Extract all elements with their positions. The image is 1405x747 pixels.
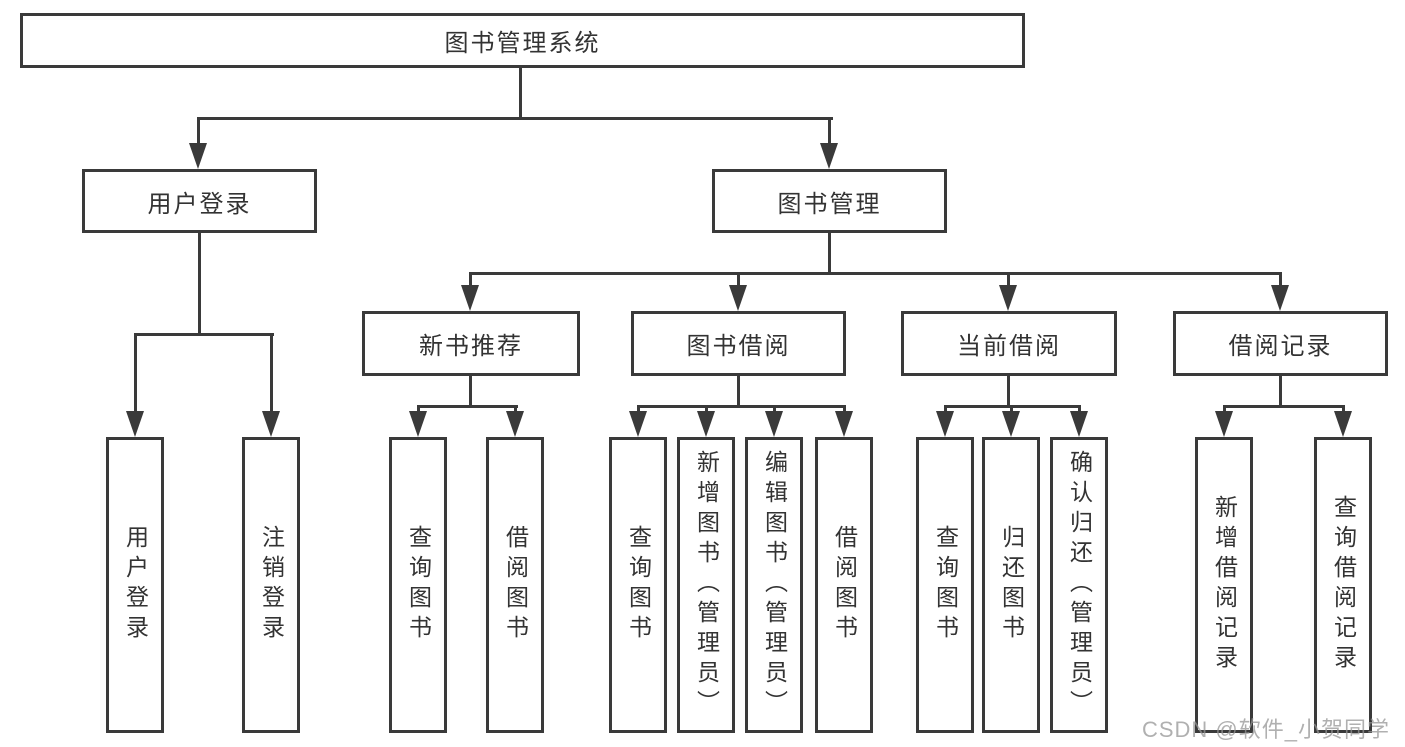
node-borrowing-records: 借阅记录: [1173, 311, 1388, 376]
arrow-down-icon: [1215, 411, 1233, 437]
connector-line: [1007, 374, 1010, 408]
arrow-down-icon: [820, 143, 838, 169]
leaf-return-book: 归还图书: [982, 437, 1040, 733]
arrow-down-icon: [835, 411, 853, 437]
connector-line: [1007, 272, 1010, 288]
node-library-management-system: 图书管理系统: [20, 13, 1025, 68]
connector-line: [198, 231, 201, 336]
connector-line: [637, 405, 846, 408]
leaf-logout: 注销登录: [242, 437, 300, 733]
arrow-down-icon: [936, 411, 954, 437]
connector-line: [519, 66, 522, 119]
connector-line: [197, 117, 833, 120]
leaf-borrow-books-recommend: 借阅图书: [486, 437, 544, 733]
leaf-add-borrow-record: 新增借阅记录: [1195, 437, 1253, 733]
leaf-query-books-current: 查询图书: [916, 437, 974, 733]
arrow-down-icon: [629, 411, 647, 437]
leaf-query-books-borrowing: 查询图书: [609, 437, 667, 733]
leaf-query-books-recommend: 查询图书: [389, 437, 447, 733]
connector-line: [469, 374, 472, 408]
connector-line: [469, 272, 472, 288]
watermark: CSDN @软件_小贺同学: [1141, 717, 1390, 742]
node-book-borrowing: 图书借阅: [631, 311, 846, 376]
connector-line: [737, 272, 740, 288]
arrow-down-icon: [189, 143, 207, 169]
connector-line: [828, 117, 831, 147]
leaf-add-book-admin: 新增图书（管理员）: [677, 437, 735, 733]
arrow-down-icon: [765, 411, 783, 437]
connector-line: [270, 333, 273, 415]
connector-line: [417, 405, 518, 408]
arrow-down-icon: [1002, 411, 1020, 437]
leaf-edit-book-admin: 编辑图书（管理员）: [745, 437, 803, 733]
connector-line: [1279, 374, 1282, 408]
leaf-borrow-books-borrowing: 借阅图书: [815, 437, 873, 733]
node-user-login: 用户登录: [82, 169, 317, 233]
arrow-down-icon: [1070, 411, 1088, 437]
arrow-down-icon: [999, 285, 1017, 311]
connector-line: [1223, 405, 1345, 408]
arrow-down-icon: [697, 411, 715, 437]
connector-line: [197, 117, 200, 147]
arrow-down-icon: [126, 411, 144, 437]
connector-line: [469, 272, 1282, 275]
arrow-down-icon: [262, 411, 280, 437]
connector-line: [828, 231, 831, 275]
connector-line: [134, 333, 137, 415]
arrow-down-icon: [729, 285, 747, 311]
node-current-borrowing: 当前借阅: [901, 311, 1117, 376]
node-book-management: 图书管理: [712, 169, 947, 233]
leaf-user-login: 用户登录: [106, 437, 164, 733]
connector-line: [1279, 272, 1282, 288]
leaf-confirm-return-admin: 确认归还（管理员）: [1050, 437, 1108, 733]
arrow-down-icon: [409, 411, 427, 437]
arrow-down-icon: [1271, 285, 1289, 311]
arrow-down-icon: [1334, 411, 1352, 437]
leaf-query-borrow-record: 查询借阅记录: [1314, 437, 1372, 733]
connector-line: [134, 333, 274, 336]
node-new-book-recommendation: 新书推荐: [362, 311, 580, 376]
connector-line: [737, 374, 740, 408]
arrow-down-icon: [506, 411, 524, 437]
arrow-down-icon: [461, 285, 479, 311]
